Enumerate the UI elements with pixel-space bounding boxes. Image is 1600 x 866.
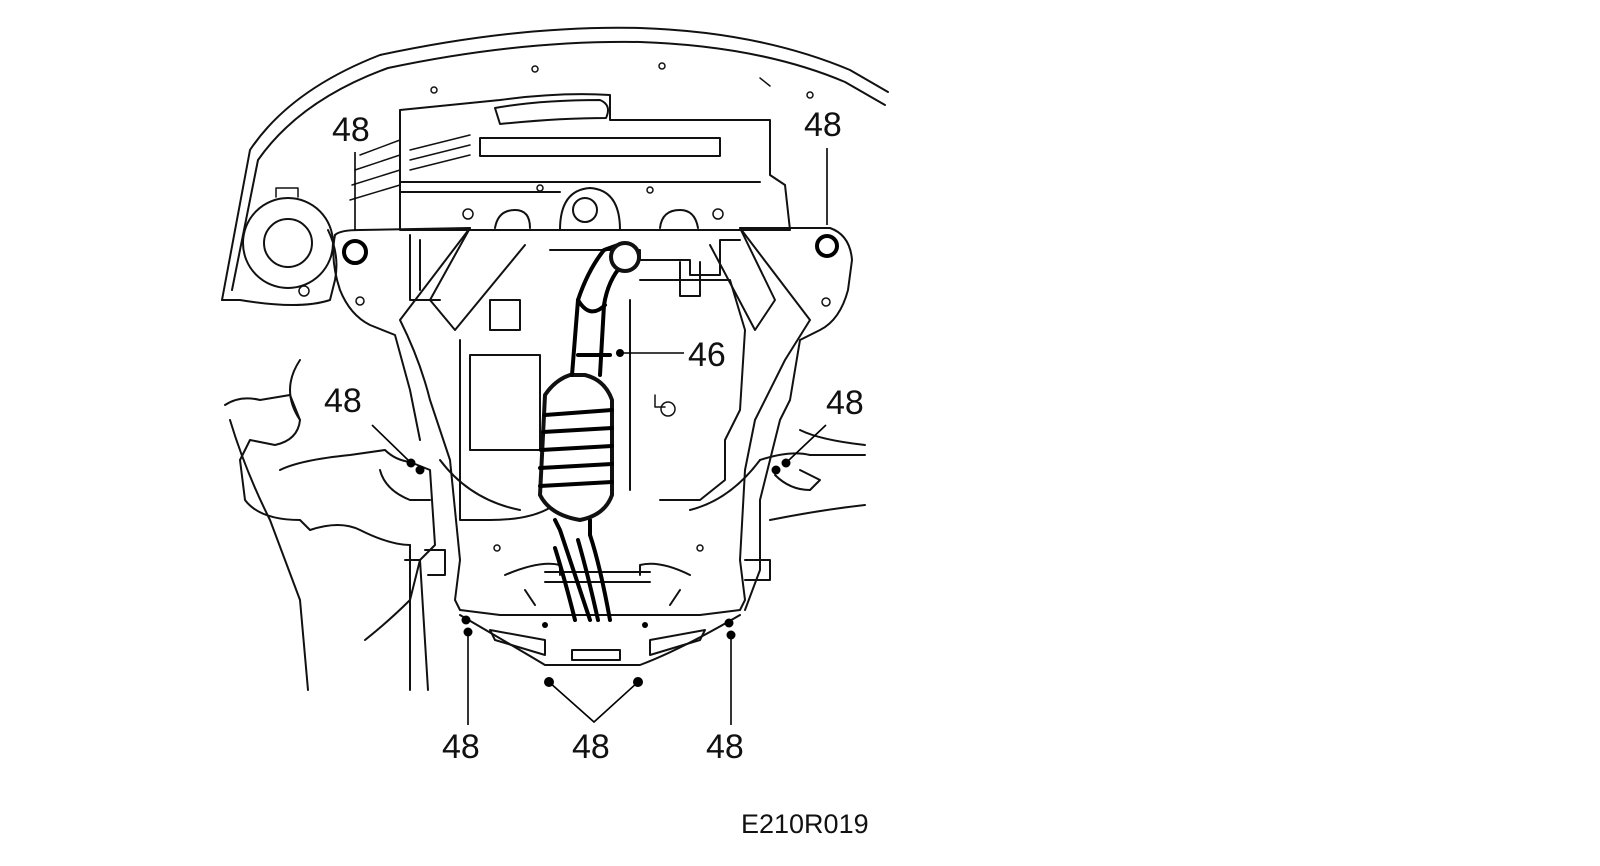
callout-48-top-right: 48 bbox=[804, 106, 842, 144]
callout-48-mid-right: 48 bbox=[826, 384, 864, 422]
bolt-mid-right-a bbox=[781, 458, 791, 468]
callout-48-bottom-center: 48 bbox=[572, 728, 610, 766]
body-outline bbox=[221, 26, 889, 301]
callout-48-bottom-right: 48 bbox=[706, 728, 744, 766]
callout-46-exhaust: 46 bbox=[688, 336, 726, 374]
bolt-mid-left-b bbox=[415, 465, 425, 475]
figure-code: E210R019 bbox=[741, 809, 869, 839]
bolt-bottom-right-a bbox=[724, 618, 734, 628]
left-strut-mount bbox=[221, 187, 338, 306]
callout-48-mid-left: 48 bbox=[324, 382, 362, 420]
front-subframe bbox=[332, 227, 853, 616]
right-control-arm bbox=[744, 429, 866, 581]
bolt-top-left bbox=[342, 239, 368, 265]
bolt-mid-right-b bbox=[771, 465, 781, 475]
upper-crossmember bbox=[349, 93, 791, 231]
bolt-bottom-right-b bbox=[726, 630, 736, 640]
bolt-bottom-left-a bbox=[461, 615, 471, 625]
bolt-top-right bbox=[815, 234, 839, 258]
bolt-bottom-left-b bbox=[463, 627, 473, 637]
callout-48-top-left: 48 bbox=[332, 111, 370, 149]
callout-labels: 48 48 48 48 46 48 48 48 E210R019 bbox=[324, 106, 869, 839]
bolt-mid-left-a bbox=[406, 458, 416, 468]
exhaust-pipe bbox=[538, 241, 641, 622]
callout-48-bottom-left: 48 bbox=[442, 728, 480, 766]
leader-lines bbox=[354, 148, 828, 725]
